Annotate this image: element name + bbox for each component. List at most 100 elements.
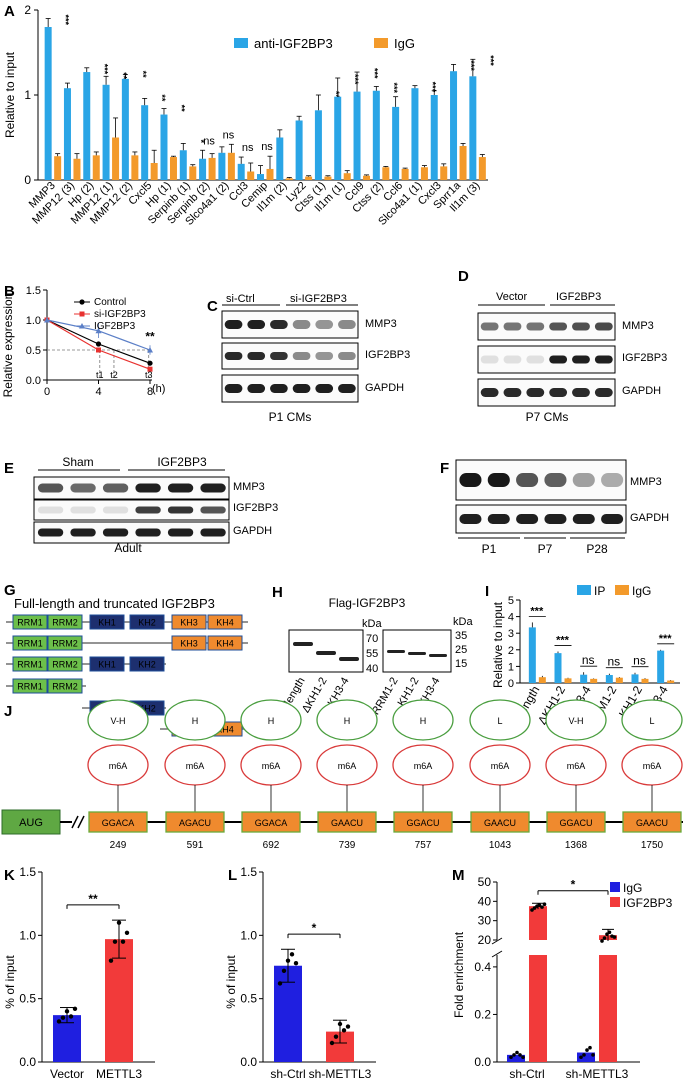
bar-a-igg-16 bbox=[363, 175, 371, 180]
panel-label-l: L bbox=[228, 867, 237, 884]
panel-l-sig: * bbox=[312, 921, 317, 935]
dot-m-igg-sh-ctrl-4 bbox=[521, 1055, 525, 1060]
blot-f-band-0-4 bbox=[572, 473, 595, 487]
bar-a-igg-10 bbox=[247, 171, 255, 180]
bar-i-igg-3 bbox=[615, 677, 623, 683]
blot-d-row-gapdh: GAPDH bbox=[622, 385, 661, 397]
construct-1-kh3 bbox=[171, 635, 207, 651]
diagram-j-aug-box bbox=[1, 809, 61, 835]
construct-0-rrm2 bbox=[47, 614, 83, 630]
bar-a-igg-11 bbox=[266, 168, 274, 180]
sig-a-17: *** bbox=[389, 83, 399, 94]
site-2-reliability: H bbox=[268, 716, 275, 726]
dot-m-igf2bp3-sh-ctrl-3 bbox=[537, 903, 542, 907]
panel-l-dot-sh-ctrl-1 bbox=[281, 968, 287, 973]
blot-d-caption: P7 CMs bbox=[526, 410, 569, 424]
bar-i-ip-0 bbox=[528, 627, 536, 683]
construct-0-kh1-label: KH1 bbox=[98, 618, 116, 628]
construct-3-rrm2-label: RRM2 bbox=[52, 682, 78, 692]
panel-a: A Relative to input 012 ****************… bbox=[3, 3, 495, 228]
construct-1-kh4 bbox=[207, 635, 243, 651]
panel-m-ytick-low-label-2: 0.4 bbox=[474, 960, 491, 974]
panel-a-ytick-label-1: 1 bbox=[24, 88, 31, 102]
panel-label-k: K bbox=[4, 867, 15, 884]
blot-d-band-1-0 bbox=[480, 355, 499, 364]
site-1-motif: AGACU bbox=[179, 818, 211, 828]
blot-c-frame-0 bbox=[221, 310, 359, 339]
diagram-j-break-2 bbox=[77, 815, 85, 829]
blot-d-band-1-4 bbox=[572, 355, 590, 364]
site-0-position: 249 bbox=[110, 840, 127, 851]
bar-a-igg-1 bbox=[73, 158, 81, 180]
construct-4-kh2-label: KH2 bbox=[138, 704, 156, 714]
blot-d-band-2-5 bbox=[594, 388, 613, 397]
construct-3-rrm1-label: RRM1 bbox=[17, 682, 43, 692]
bar-a-anti-igf2bp3-15 bbox=[334, 96, 342, 180]
category-m-sh-ctrl: sh-Ctrl bbox=[509, 1067, 544, 1081]
sig-a-3: ** bbox=[119, 72, 129, 80]
blot-c-band-0-3 bbox=[292, 320, 311, 329]
site-0-motif-box bbox=[88, 811, 148, 833]
blot-f-frame-1 bbox=[455, 504, 627, 534]
dot-m-igf2bp3-sh-mettl3-5 bbox=[612, 935, 617, 939]
bar-i-ip-4 bbox=[631, 674, 639, 683]
construct-2-kh2 bbox=[129, 656, 165, 672]
blot-d-frame-0 bbox=[477, 312, 616, 341]
blot-c-band-2-3 bbox=[292, 384, 311, 393]
site-7-motif-box bbox=[622, 811, 682, 833]
bar-m-igg-sh-mettl3 bbox=[577, 1052, 595, 1062]
blot-c-band-1-4 bbox=[315, 352, 334, 360]
panel-m-break-2 bbox=[491, 950, 503, 958]
bar-a-anti-igf2bp3-3 bbox=[102, 84, 110, 180]
blot-f-band-1-4 bbox=[572, 514, 595, 524]
construct-0-kh4 bbox=[207, 614, 243, 630]
panel-l-ylabel: % of input bbox=[224, 955, 238, 1009]
blot-e-band-0-3 bbox=[135, 483, 161, 493]
blot-c-band-2-4 bbox=[315, 384, 334, 393]
panel-k-dot-vector-2 bbox=[64, 1009, 70, 1014]
blot-e-band-0-0 bbox=[37, 483, 64, 493]
blot-d-row-igf2bp3: IGF2BP3 bbox=[622, 352, 667, 364]
sig-a-5: ** bbox=[157, 94, 167, 102]
panel-label-a: A bbox=[4, 3, 15, 20]
blot-c-band-0-2 bbox=[270, 320, 288, 329]
blot-e-row-mmp3: MMP3 bbox=[233, 481, 265, 493]
bar-a-igg-3 bbox=[112, 137, 120, 180]
sig-a-11: ns bbox=[261, 141, 273, 153]
panel-label-i: I bbox=[485, 583, 489, 600]
blot-e-band-2-0 bbox=[37, 528, 64, 537]
point-b-si-igf2bp3-2 bbox=[147, 366, 153, 372]
panel-i-ytick-label-5: 5 bbox=[508, 595, 514, 607]
blot-f-row-mmp3: MMP3 bbox=[630, 476, 662, 488]
sig-i-2: ns bbox=[582, 653, 595, 667]
panel-m: M Fold enrichment 203040500.00.20.4sh-Ct… bbox=[452, 867, 673, 1081]
blot-h-marker-15: 15 bbox=[455, 658, 467, 670]
legend-swatch-anti-igf2bp3 bbox=[234, 38, 248, 48]
panel-b-xtick-label-1: 4 bbox=[95, 386, 101, 398]
blot-c-row-igf2bp3: IGF2BP3 bbox=[365, 349, 410, 361]
panel-label-m: M bbox=[452, 867, 465, 884]
panel-b-t1: t1 bbox=[96, 370, 104, 380]
bar-m-igg-sh-ctrl bbox=[507, 1054, 525, 1062]
bar-a-anti-igf2bp3-5 bbox=[141, 105, 149, 180]
panel-i-ytick-label-4: 4 bbox=[508, 612, 514, 624]
legend-swatch-ip bbox=[577, 585, 591, 595]
site-4-motif-box bbox=[393, 811, 453, 833]
panel-k-dot-mettl3-0 bbox=[108, 958, 114, 963]
blot-c-band-1-3 bbox=[292, 352, 311, 360]
panel-label-d: D bbox=[458, 268, 469, 285]
panel-k-category-mettl3: METTL3 bbox=[96, 1067, 142, 1081]
blot-c-band-2-2 bbox=[270, 384, 288, 393]
bar-a-igg-6 bbox=[169, 157, 177, 180]
construct-3-rrm1 bbox=[12, 678, 48, 694]
sig-a-2: *** bbox=[99, 64, 109, 75]
blot-h-marker-70: 70 bbox=[366, 633, 378, 645]
sig-a-14: *** bbox=[331, 91, 341, 102]
legend-marker-igf2bp3 bbox=[79, 323, 85, 329]
blot-e-group-1: Sham bbox=[62, 455, 93, 469]
site-0-reliability-oval bbox=[87, 699, 149, 741]
panel-l-dot-sh-ctrl-4 bbox=[293, 961, 299, 966]
panel-l-ytick-label-3: 1.5 bbox=[240, 865, 257, 879]
